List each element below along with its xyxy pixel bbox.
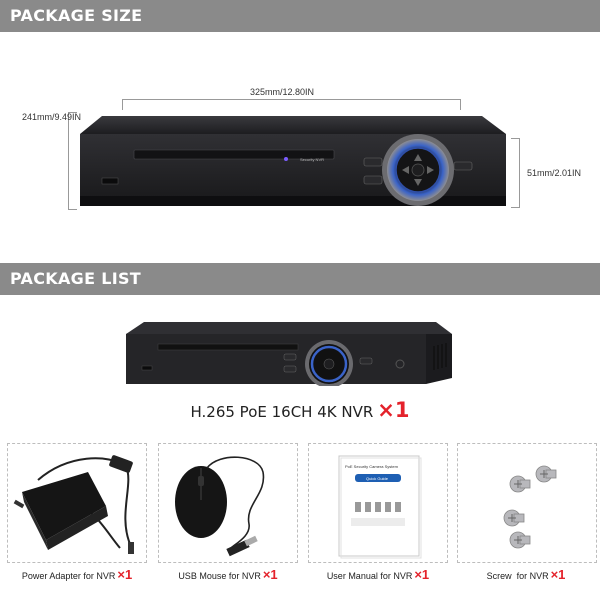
product-quantity: ×1 [377, 398, 410, 422]
screw-illustration [503, 465, 557, 549]
usb-mouse-illustration [175, 456, 265, 557]
manual-cover-title: PoE Security Camera System [345, 464, 399, 469]
nvr-front-label: Security NVR [300, 157, 324, 162]
usb-mouse-card [158, 443, 298, 563]
product-title: H.265 PoE 16CH 4K NVR×1 [0, 398, 600, 422]
user-manual-qty: ×1 [414, 567, 430, 582]
package-list-title: PACKAGE LIST [10, 269, 141, 288]
screw-label: Screw for NVR [486, 571, 549, 581]
height-dimension-line [511, 138, 520, 208]
power-adapter-qty: ×1 [117, 567, 133, 582]
nvr-device-image: Security NVR [78, 112, 508, 208]
power-adapter-card [7, 443, 147, 563]
usb-mouse-caption: USB Mouse for NVR×1 [153, 567, 303, 582]
usb-mouse-label: USB Mouse for NVR [178, 571, 261, 581]
user-manual-label: User Manual for NVR [326, 571, 413, 581]
user-manual-illustration: PoE Security Camera System Quick Guide [338, 455, 422, 559]
package-list-banner: PACKAGE LIST [0, 263, 600, 295]
power-adapter-label: Power Adapter for NVR [21, 571, 116, 581]
depth-dimension-label: 241mm/9.49IN [22, 112, 82, 122]
power-adapter-illustration [13, 455, 134, 554]
height-dimension-label: 51mm/2.01IN [527, 168, 582, 178]
screw-card [457, 443, 597, 563]
width-dimension-line [122, 99, 461, 110]
package-size-banner: PACKAGE SIZE [0, 0, 600, 32]
width-dimension-label: 325mm/12.80IN [250, 87, 315, 97]
user-manual-card: PoE Security Camera System Quick Guide [308, 443, 448, 563]
manual-guide-badge: Quick Guide [366, 476, 389, 481]
nvr-product-illustration [126, 322, 452, 388]
package-size-title: PACKAGE SIZE [10, 6, 143, 25]
user-manual-caption: User Manual for NVR×1 [303, 567, 453, 582]
screw-caption: Screw for NVR×1 [451, 567, 600, 582]
product-name: H.265 PoE 16CH 4K NVR [190, 403, 374, 421]
depth-dimension-line [68, 112, 77, 210]
usb-mouse-qty: ×1 [262, 567, 278, 582]
nvr-device-illustration: Security NVR [80, 116, 506, 206]
nvr-product-image [124, 320, 454, 388]
screw-qty: ×1 [550, 567, 566, 582]
power-adapter-caption: Power Adapter for NVR×1 [2, 567, 152, 582]
